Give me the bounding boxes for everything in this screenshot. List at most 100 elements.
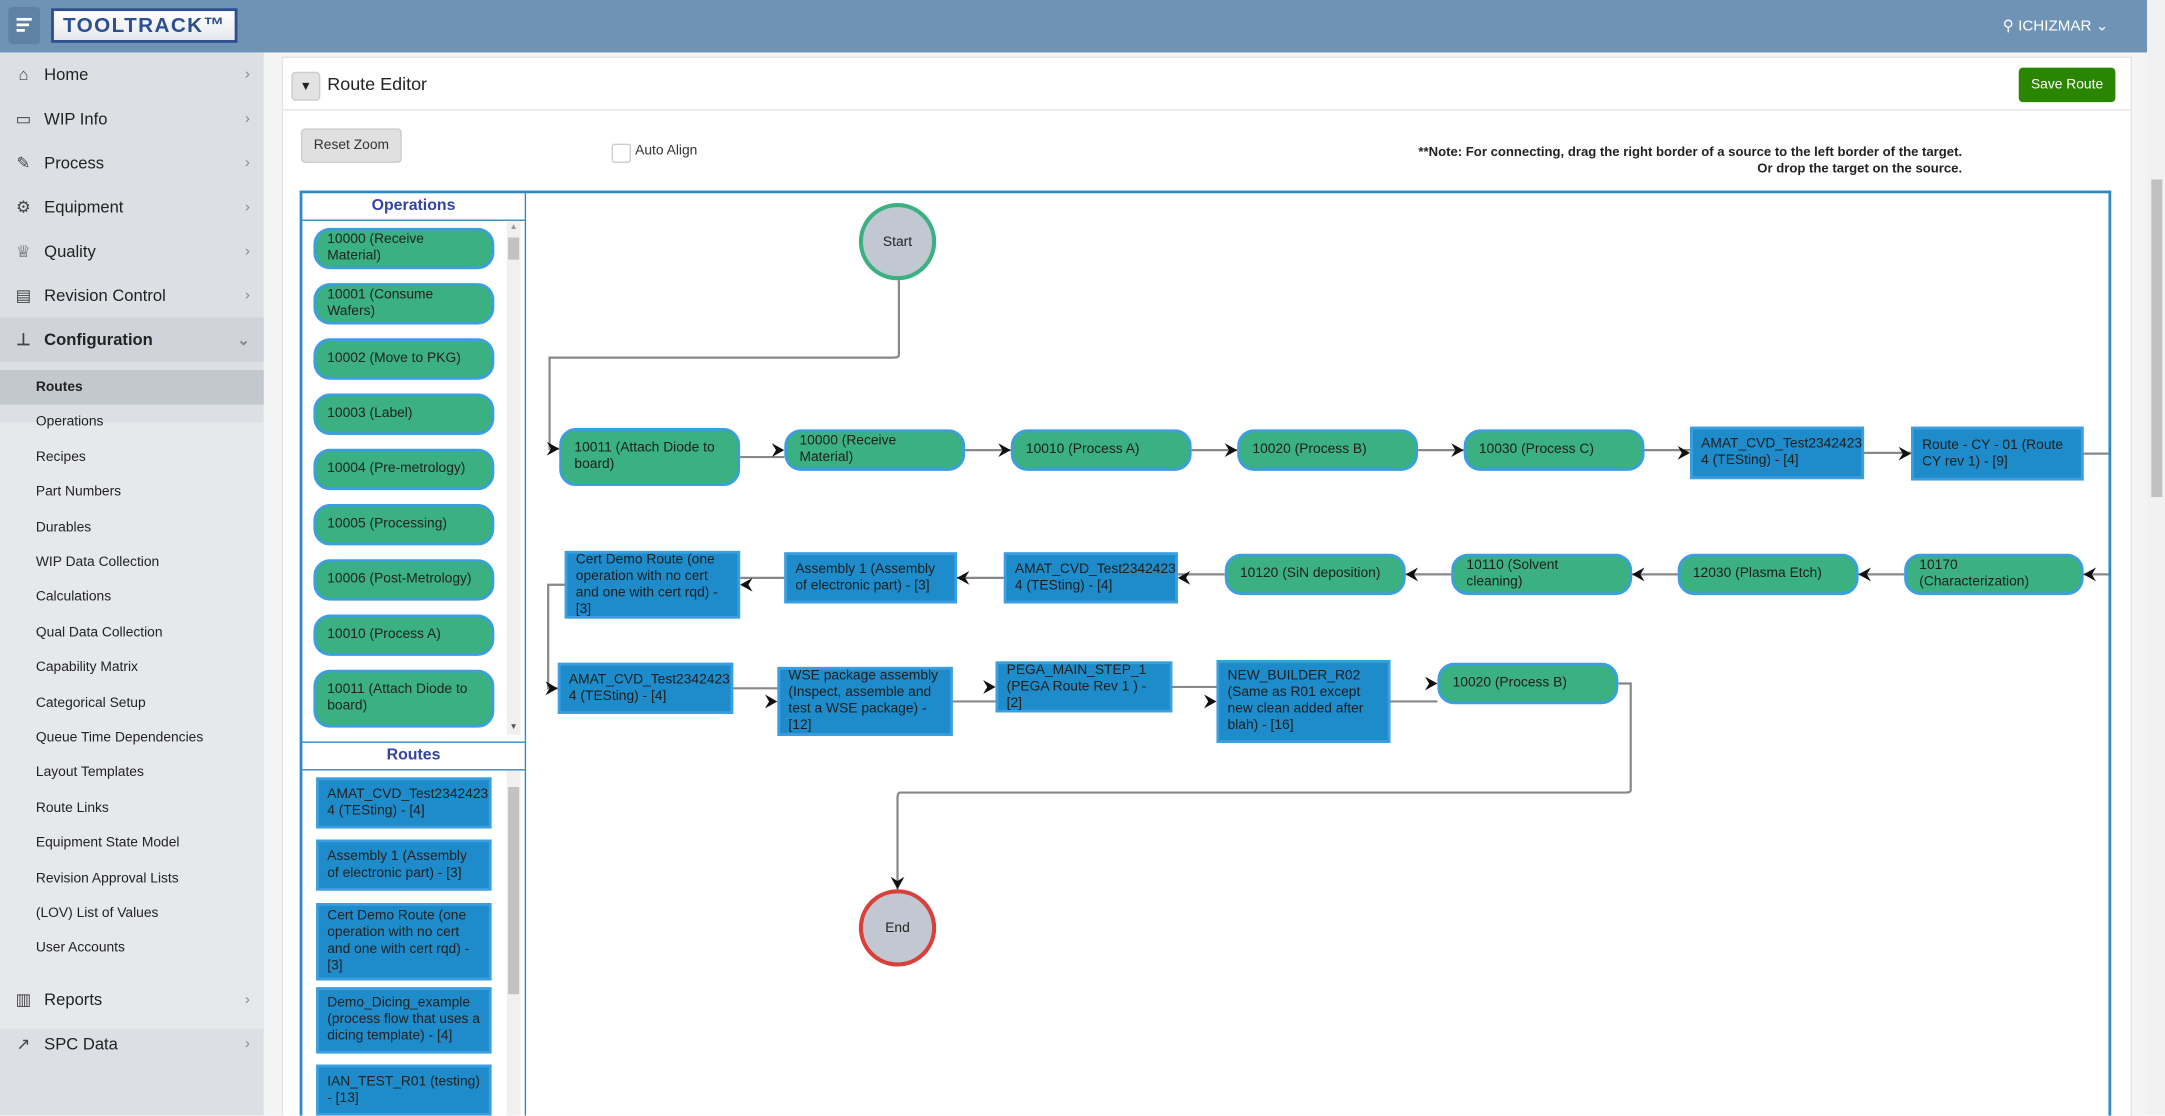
tooltrack-logo[interactable]: TOOLTRACK™ [51,8,237,43]
sidebar-item-wip-info[interactable]: ▭WIP Info› [0,97,264,141]
sidebar-subitem-user-accounts[interactable]: User Accounts [0,931,264,966]
arrowhead-icon [772,443,784,457]
palette-operation-item[interactable]: 10005 (Processing) [313,504,494,545]
reports-icon: ▥ [12,990,34,1009]
sidebar-subitem-operations[interactable]: Operations [0,405,264,440]
pencil-icon: ✎ [12,153,34,172]
route-node[interactable]: PEGA_MAIN_STEP_1 (PEGA Route Rev 1 ) - [… [996,661,1173,712]
sidebar-item-reports[interactable]: ▥Reports› [0,978,264,1022]
palette-operation-item[interactable]: 10010 (Process A) [313,614,494,655]
sidebar-subitem-calculations[interactable]: Calculations [0,580,264,615]
palette-operation-item[interactable]: 10000 (Receive Material) [313,228,494,269]
operations-list: 10000 (Receive Material) 10001 (Consume W… [302,221,524,735]
sidebar-item-process[interactable]: ✎Process› [0,141,264,185]
route-node[interactable]: AMAT_CVD_Test2342423 4 (TESting) - [4] [558,663,733,714]
route-node[interactable]: Cert Demo Route (one operation with no c… [565,551,740,619]
sidebar-subitem-revision-approval-lists[interactable]: Revision Approval Lists [0,861,264,896]
operations-header: Operations [302,193,524,221]
sidebar-subitem-recipes[interactable]: Recipes [0,440,264,475]
note-line-2: Or drop the target on the source. [1418,162,1962,179]
operation-node[interactable]: 10020 (Process B) [1237,429,1418,470]
sidebar-subitem-durables[interactable]: Durables [0,510,264,545]
page-title: Route Editor [327,73,427,94]
sidebar-subitem-layout-templates[interactable]: Layout Templates [0,756,264,791]
operation-node[interactable]: 10170 (Characterization) [1904,554,2084,595]
routes-scrollbar[interactable] [507,770,521,1115]
caret-down-icon: ▼ [300,79,312,93]
sidebar-item-home[interactable]: ⌂Home› [0,52,264,96]
palette-operation-item[interactable]: 10003 (Label) [313,394,494,435]
operation-node[interactable]: 10110 (Solvent cleaning) [1451,554,1632,595]
palette-route-item[interactable]: Demo_Dicing_example (process flow that u… [316,987,491,1053]
palette-route-item[interactable]: Assembly 1 (Assembly of electronic part)… [316,840,491,891]
end-node[interactable]: End [859,889,936,966]
palette-route-item[interactable]: AMAT_CVD_Test2342423 4 (TESting) - [4] [316,777,491,828]
operation-node[interactable]: 12030 (Plasma Etch) [1678,554,1859,595]
route-node[interactable]: AMAT_CVD_Test2342423 4 (TESting) - [4] [1690,427,1864,479]
operation-node[interactable]: 10010 (Process A) [1011,429,1192,470]
palette-operation-item[interactable]: 10011 (Attach Diode to board) [313,670,494,728]
hierarchy-icon: ⊥ [12,330,34,349]
chevron-right-icon: › [245,199,250,216]
operation-node[interactable]: 10000 (Receive Material) [784,429,965,470]
palette-operation-item[interactable]: 10004 (Pre-metrology) [313,449,494,490]
sidebar-subitem-categorical-setup[interactable]: Categorical Setup [0,686,264,721]
operation-node[interactable]: 10020 (Process B) [1437,663,1618,704]
sidebar-subitem-equipment-state-model[interactable]: Equipment State Model [0,826,264,861]
sidebar-subitem-capability-matrix[interactable]: Capability Matrix [0,651,264,686]
chevron-right-icon: › [245,155,250,172]
sidebar-item-equipment[interactable]: ⚙Equipment› [0,185,264,229]
arrowhead-icon [1425,677,1437,691]
user-menu[interactable]: ⚲ ICHIZMAR ⌄ [2003,17,2109,35]
sidebar-subitem-routes[interactable]: Routes [0,370,264,405]
chevron-right-icon: › [245,1036,250,1053]
route-node[interactable]: WSE package assembly (Inspect, assemble … [777,667,952,736]
sidebar-subitem-route-links[interactable]: Route Links [0,791,264,826]
route-node[interactable]: AMAT_CVD_Test2342423 4 (TESting) - [4] [1004,552,1178,603]
palette-operation-item[interactable]: 10006 (Post-Metrology) [313,559,494,600]
start-node[interactable]: Start [859,203,936,280]
page-scrollbar[interactable] [2147,0,2165,1116]
route-node[interactable]: Assembly 1 (Assembly of electronic part)… [784,552,957,603]
sidebar-subitem--lov-list-of-values[interactable]: (LOV) List of Values [0,896,264,931]
document-icon: ▤ [12,286,34,305]
routes-list: AMAT_CVD_Test2342423 4 (TESting) - [4] As… [302,769,524,1116]
operations-scrollbar[interactable]: ▲ ▼ [507,221,521,735]
page-scrollbar-thumb[interactable] [2151,180,2162,498]
sidebar-item-configuration[interactable]: ⊥Configuration⌄ [0,318,264,362]
collapse-toggle-button[interactable]: ▼ [291,72,320,101]
chart-line-icon: ↗ [12,1034,34,1053]
save-route-button[interactable]: Save Route [2019,68,2116,103]
sidebar-item-spc-data[interactable]: ↗SPC Data› [0,1022,264,1066]
note-line-1: **Note: For connecting, drag the right b… [1418,145,1962,162]
sidebar-item-revision-control[interactable]: ▤Revision Control› [0,273,264,317]
operation-node[interactable]: 10011 (Attach Diode to board) [559,428,740,486]
auto-align-checkbox[interactable] [612,144,631,163]
reset-zoom-button[interactable]: Reset Zoom [301,128,402,163]
palette-route-item[interactable]: IAN_TEST_R01 (testing) - [13] [316,1065,491,1116]
route-node[interactable]: NEW_BUILDER_R02 (Same as R01 except new … [1216,660,1390,743]
sidebar-item-label: Home [44,65,88,84]
sidebar-subitem-wip-data-collection[interactable]: WIP Data Collection [0,545,264,580]
palette-operation-item[interactable]: 10002 (Move to PKG) [313,338,494,379]
sidebar-item-quality[interactable]: ♕Quality› [0,229,264,273]
sidebar-item-label: Reports [44,990,102,1009]
flow-connectors [526,193,2108,1115]
flow-canvas[interactable]: Start End 10011 (Attach Diode to board) 1… [526,193,2108,1115]
sidebar-subitem-part-numbers[interactable]: Part Numbers [0,475,264,510]
sidebar-item-label: Quality [44,242,96,261]
sidebar-subitem-queue-time-dependencies[interactable]: Queue Time Dependencies [0,721,264,756]
gear-icon: ⚙ [12,197,34,216]
chevron-down-icon: ⌄ [237,331,250,349]
operation-node[interactable]: 10120 (SiN deposition) [1225,554,1406,595]
arrowhead-icon [1204,695,1216,709]
route-node[interactable]: Route - CY - 01 (Route CY rev 1) - [9] [1911,427,2084,481]
folder-icon: ▭ [12,109,34,128]
sidebar-subitem-qual-data-collection[interactable]: Qual Data Collection [0,616,264,651]
palette: Operations 10000 (Receive Material) 10001… [302,193,526,1115]
palette-route-item[interactable]: Cert Demo Route (one operation with no c… [316,903,491,980]
menu-toggle-button[interactable] [8,7,40,44]
operation-node[interactable]: 10030 (Process C) [1464,429,1645,470]
palette-operation-item[interactable]: 10001 (Consume Wafers) [313,283,494,324]
